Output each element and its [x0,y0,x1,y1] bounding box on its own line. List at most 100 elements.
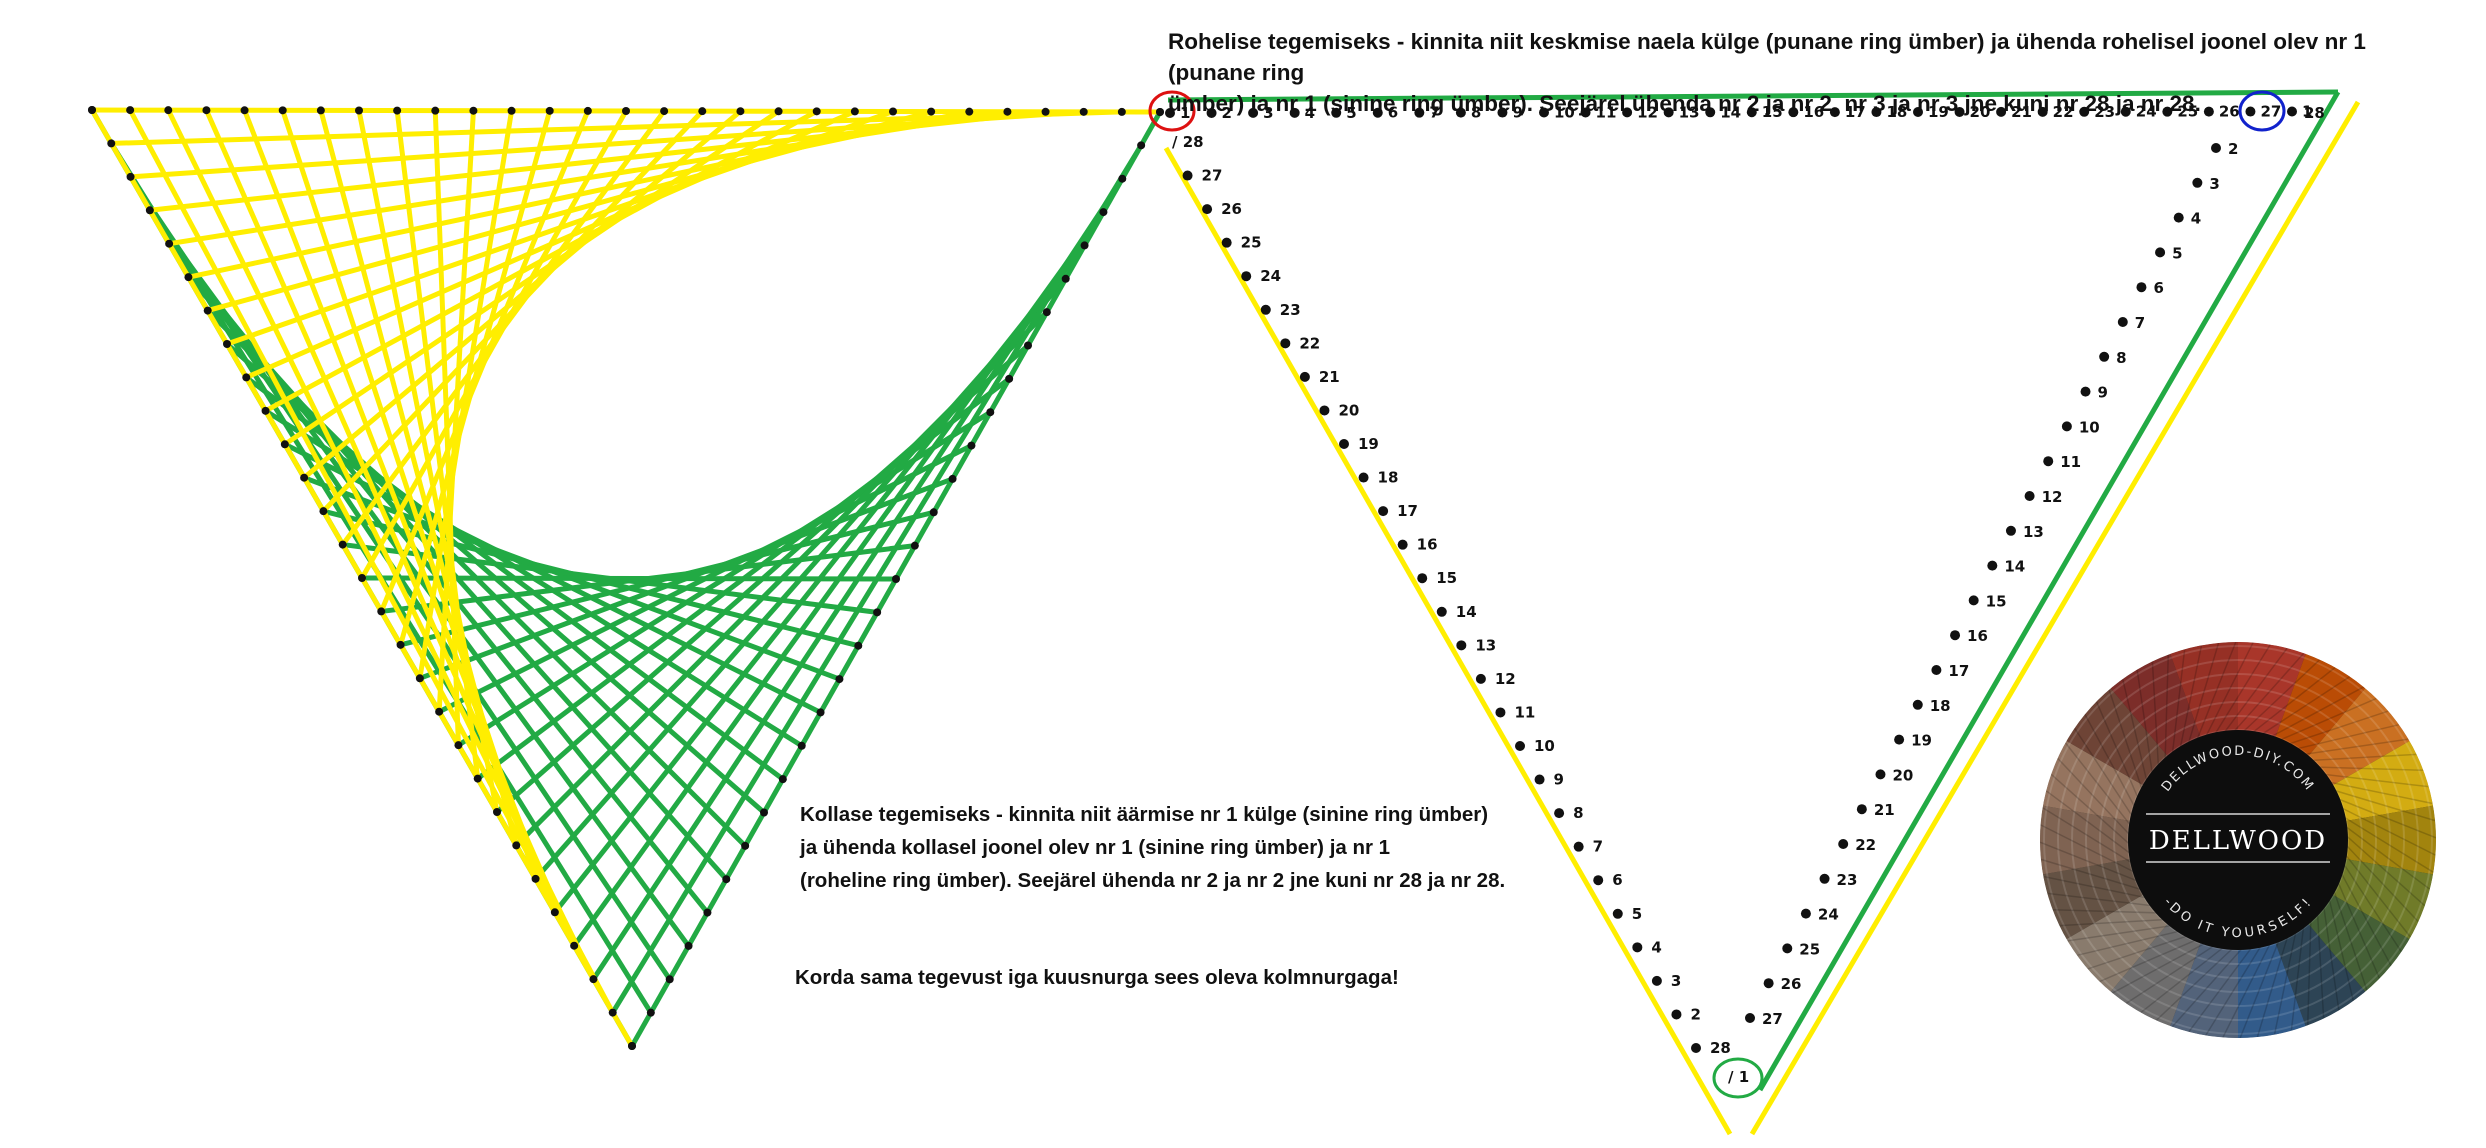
nail [242,373,251,382]
nail-label-right: 10 [2079,418,2100,436]
nail [435,707,444,716]
yellow-left-line [1163,146,1733,1136]
nail [512,841,521,850]
nail-label-top: 14 [1720,103,1741,121]
nail [1397,539,1408,550]
nail [1800,908,1811,919]
nail [2173,212,2184,223]
nail [507,106,516,115]
nail [1580,107,1591,118]
yellow-right-line [1749,100,2361,1136]
nail-label-top: 2 [1222,104,1232,122]
nail [493,808,501,816]
nail [1651,975,1662,986]
nail-label-top: 21 [2011,103,2032,121]
nail [2080,386,2091,397]
nail [1137,141,1146,150]
nail [1260,304,1271,315]
nail [1206,107,1217,118]
nail-label-right: 2 [2228,140,2238,158]
nail [280,440,289,449]
nail [1182,170,1193,181]
nail [1539,107,1549,118]
nail-label-top: 25 [2177,103,2198,121]
yellow-thread [283,109,780,447]
nail [665,975,674,984]
nail [1745,1013,1755,1023]
nail [473,774,482,783]
nail-label-right: 14 [2004,558,2025,576]
nail-label-right: 19 [1911,732,1932,750]
nail-label-right: 21 [1874,801,1895,819]
nail [145,206,154,215]
nail [1593,875,1604,886]
nail [377,607,386,616]
green-top-line [1167,89,2339,103]
green-thread [572,210,1106,948]
nail-label-top: 10 [1554,104,1575,122]
nail-label-left: 5 [1632,905,1642,923]
logo-center [2128,730,2348,950]
nail [760,808,768,817]
nail [1099,208,1108,217]
nail [816,708,825,717]
nail [1913,107,1923,117]
nail [2192,177,2203,188]
nail-label-top: 18 [1886,103,1907,121]
nail [873,608,882,617]
nail [300,473,309,482]
nail [338,540,347,549]
nail [393,106,402,115]
logo-ring-thread [2043,645,2433,1035]
yellow-instructions-line-1: Kollase tegemiseks - kinnita niit äärmis… [800,803,1489,826]
yellow-instructions-line-3: (roheline ring ümber). Seejärel ühenda n… [800,869,1506,892]
nail [1156,108,1164,116]
yellow-thread [130,109,1084,180]
nail [550,908,559,917]
nail-label-right: 4 [2191,210,2201,228]
yellow-thread [111,109,1122,146]
nail [1856,804,1867,815]
nail-label-left: / 28 [1172,133,1204,151]
nail-label-left: 3 [1671,972,1681,990]
nail [967,441,976,450]
nail [1378,506,1389,517]
nail-label-top: 28 [2304,104,2325,122]
nail [1024,341,1032,350]
green-thread [438,443,973,714]
nail [2120,106,2131,117]
nail [1894,734,1905,745]
nail-label-left: 15 [1436,569,1457,587]
nail [1319,405,1330,416]
nail-label-top: 22 [2053,103,2074,121]
nail [396,640,405,649]
nail-label-left: 27 [1202,167,1223,185]
nail-label-left: 14 [1456,603,1477,621]
nail [1954,106,1965,117]
nail [126,172,135,181]
nail [1996,106,2007,117]
nail [1358,472,1369,483]
nail [583,106,592,115]
nail-label-top: 6 [1388,104,1398,122]
nail-label-right: 16 [1967,627,1988,645]
nail-label-left: 23 [1280,301,1301,319]
nail-label-top: 12 [1637,103,1658,121]
nail-label-right: 5 [2172,244,2182,262]
yellow-thread [149,109,1046,213]
nail [223,340,231,348]
nail [1931,665,1942,675]
nail [2024,491,2035,501]
nail-label-right: 20 [1892,766,1913,784]
yellow-thread [302,109,743,480]
nail [703,908,712,917]
green-thread [591,177,1125,981]
logo-ring-thread [2071,673,2405,1007]
nail [240,106,249,115]
nail [2043,456,2054,467]
nail [1691,1043,1701,1053]
nail-label-right: 13 [2023,523,2044,541]
nail-label-right: 12 [2042,488,2063,506]
